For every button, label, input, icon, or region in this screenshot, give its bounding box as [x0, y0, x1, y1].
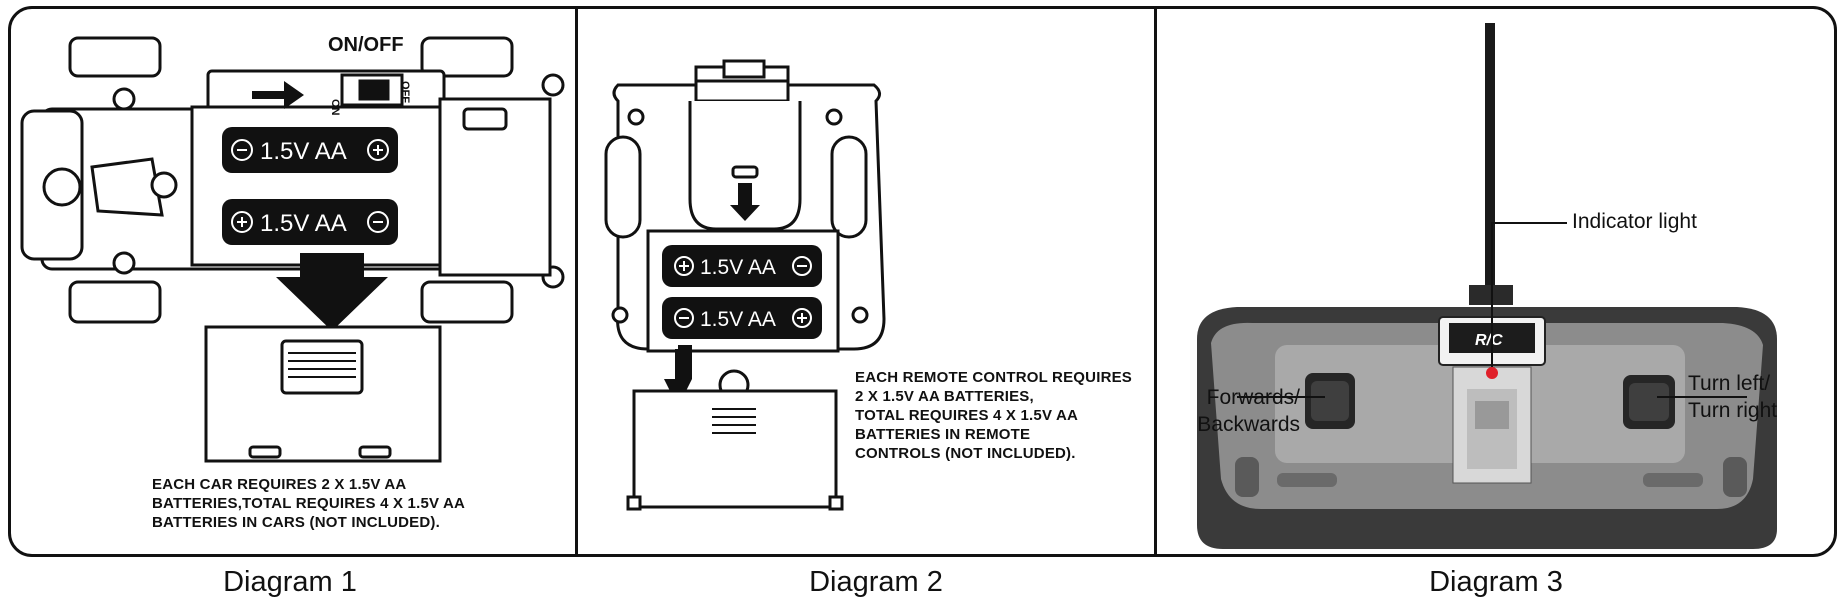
wheel-front-left — [68, 36, 162, 78]
remote-battery-1: 1.5V AA — [662, 245, 822, 287]
remote-battery-cover — [632, 389, 838, 509]
svg-text:OFF: OFF — [399, 81, 411, 103]
svg-text:R/C: R/C — [1475, 332, 1503, 349]
antenna — [1485, 23, 1495, 297]
svg-text:1.5V AA: 1.5V AA — [700, 308, 776, 331]
diagram-2-caption: Diagram 2 — [809, 566, 943, 598]
car-battery-2: 1.5V AA — [222, 199, 398, 245]
figure-frame — [8, 6, 1837, 557]
remote-control-diagram: R/C — [1197, 23, 1777, 549]
car-battery-1: 1.5V AA — [222, 127, 398, 173]
svg-text:ON: ON — [329, 99, 341, 116]
car-battery-note: EACH CAR REQUIRES 2 X 1.5V AA BATTERIES,… — [152, 476, 466, 531]
svg-text:1.5V AA: 1.5V AA — [700, 256, 776, 279]
latch-arrow-icon — [730, 183, 760, 221]
car-battery-diagram: ON/OFF ON OFF 1.5V AA 1.5V AA — [20, 34, 565, 463]
indicator-callout-line — [1491, 222, 1567, 367]
wheel-rear-right — [420, 280, 514, 324]
svg-text:1.5V AA: 1.5V AA — [260, 210, 347, 237]
wheel-rear-left — [420, 36, 514, 78]
turn-left-right-label: Turn left/ Turn right — [1688, 372, 1778, 422]
remote-battery-note: EACH REMOTE CONTROL REQUIRES 2 X 1.5V AA… — [855, 369, 1133, 462]
switch-arrow-icon — [252, 81, 304, 109]
indicator-light — [1486, 367, 1498, 379]
divider-1 — [575, 6, 578, 557]
insert-arrow-icon — [276, 253, 388, 331]
diagram-1-caption: Diagram 1 — [223, 566, 357, 598]
svg-text:ON/OFF: ON/OFF — [328, 34, 404, 56]
divider-2 — [1154, 6, 1157, 557]
remote-battery-diagram: 1.5V AA 1.5V AA — [604, 59, 886, 511]
indicator-light-label: Indicator light — [1572, 210, 1697, 233]
svg-text:1.5V AA: 1.5V AA — [260, 138, 347, 165]
remote-battery-2: 1.5V AA — [662, 297, 822, 339]
latch-icon — [731, 165, 759, 179]
diagram-3-caption: Diagram 3 — [1429, 566, 1563, 598]
forwards-backwards-label: Forwards/ Backwards — [1197, 386, 1300, 436]
wheel-front-right — [68, 280, 162, 324]
